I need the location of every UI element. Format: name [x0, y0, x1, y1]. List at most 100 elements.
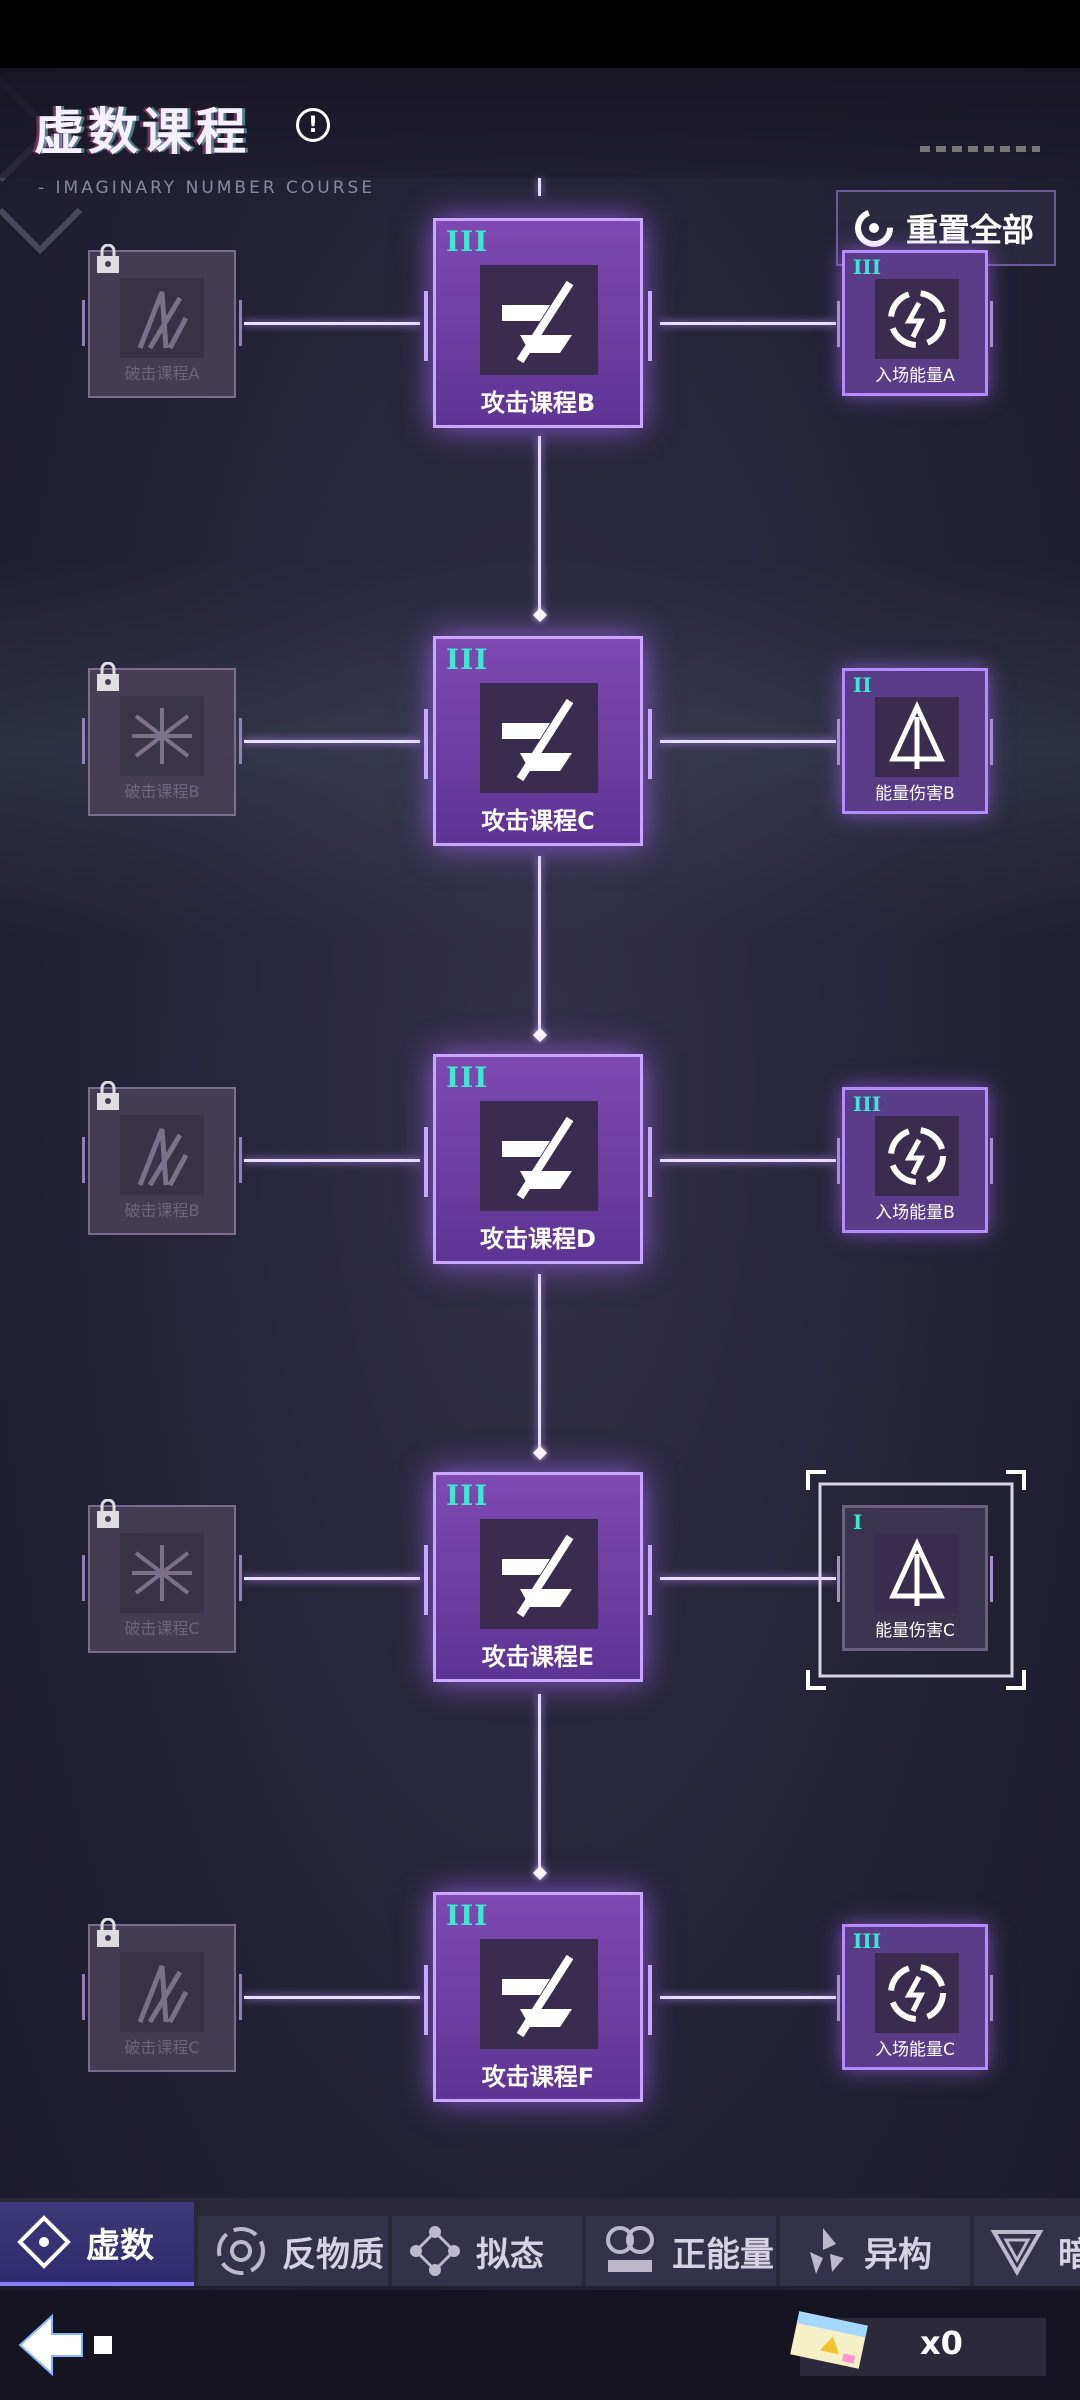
node-label: 破击课程B: [124, 782, 200, 801]
dark-icon: [990, 2230, 1044, 2277]
wire-horizontal: [660, 1996, 836, 1999]
status-bar: [0, 0, 1080, 68]
wire-horizontal: [244, 740, 420, 743]
attack-course-icon: [480, 1939, 598, 2049]
energy-node-selected[interactable]: I 能量伤害C: [837, 1505, 993, 1651]
break-course-icon: [120, 1533, 204, 1613]
energy-spike-icon: [875, 697, 959, 777]
lock-icon: [97, 662, 119, 691]
locked-course-node[interactable]: 破击课程B: [82, 662, 242, 816]
locked-course-node[interactable]: 破击课程A: [82, 244, 242, 398]
node-label: 攻击课程B: [480, 389, 596, 417]
mimic-icon: [410, 2226, 460, 2276]
node-label: 攻击课程D: [480, 1225, 596, 1253]
attack-course-icon: [480, 1519, 598, 1629]
tab-label: 虚数: [86, 2225, 154, 2266]
energy-swirl-icon: [875, 1116, 959, 1196]
locked-course-node[interactable]: 破击课程C: [82, 1499, 242, 1653]
energy-node[interactable]: III 入场能量C: [837, 1924, 993, 2070]
node-label: 入场能量A: [875, 366, 955, 386]
wire-horizontal: [244, 322, 420, 325]
wire-vertical: [538, 856, 541, 1034]
lock-icon: [97, 1918, 119, 1947]
attack-course-icon: [480, 683, 598, 793]
node-label: 破击课程C: [124, 1619, 200, 1638]
ticket-count: x0: [920, 2324, 963, 2362]
locked-course-node[interactable]: 破击课程B: [82, 1081, 242, 1235]
back-arrow-icon[interactable]: [16, 2310, 116, 2380]
wire-horizontal: [660, 740, 836, 743]
node-label: 破击课程A: [124, 364, 200, 383]
tab-dark[interactable]: 暗: [974, 2216, 1080, 2286]
wire-vertical: [538, 1274, 541, 1452]
ticket-icon: [790, 2311, 868, 2369]
lock-icon: [97, 1081, 119, 1110]
selection-frame: [806, 1470, 1026, 1690]
lock-icon: [97, 1499, 119, 1528]
node-level: III: [446, 1899, 489, 1932]
main-course-node[interactable]: III 攻击课程C: [424, 636, 652, 846]
node-level: III: [446, 1479, 489, 1512]
header-decoration: [920, 146, 1040, 152]
wire-vertical: [538, 436, 541, 614]
tab-antimatter[interactable]: 反物质: [198, 2216, 388, 2286]
node-label: 攻击课程E: [481, 1643, 595, 1671]
node-label: 入场能量C: [875, 2040, 955, 2060]
tab-label: 正能量: [672, 2234, 774, 2275]
reset-icon: [855, 209, 893, 247]
wire-horizontal: [244, 1577, 420, 1580]
tab-mimic[interactable]: 拟态: [392, 2216, 582, 2286]
node-level: III: [446, 643, 489, 676]
break-course-icon: [120, 1115, 204, 1195]
node-label: 攻击课程F: [481, 2063, 595, 2091]
energy-node[interactable]: III 入场能量A: [837, 250, 993, 396]
node-level: III: [853, 255, 882, 279]
tab-label: 异构: [864, 2234, 932, 2275]
node-label: 能量伤害C: [875, 1621, 955, 1641]
node-level: III: [446, 225, 489, 258]
positive-energy-icon: [606, 2226, 654, 2272]
node-label: 能量伤害B: [875, 784, 955, 804]
info-icon[interactable]: !: [296, 108, 330, 142]
energy-spike-icon: [875, 1534, 959, 1614]
node-label: 破击课程B: [124, 1201, 200, 1220]
break-course-icon: [120, 1952, 204, 2032]
main-course-node[interactable]: III 攻击课程D: [424, 1054, 652, 1264]
node-level: III: [853, 1092, 882, 1116]
node-level: II: [853, 673, 872, 697]
tab-heterogeneous[interactable]: 异构: [780, 2216, 970, 2286]
node-label: 破击课程C: [124, 2038, 200, 2057]
energy-swirl-icon: [875, 1953, 959, 2033]
main-course-node[interactable]: III 攻击课程B: [424, 218, 652, 428]
tab-positive-energy[interactable]: 正能量: [586, 2216, 776, 2286]
break-course-icon: [120, 696, 204, 776]
tab-label: 暗: [1058, 2234, 1080, 2275]
break-course-icon: [120, 278, 204, 358]
energy-swirl-icon: [875, 279, 959, 359]
tab-label: 反物质: [282, 2234, 384, 2275]
page-title: 虚数课程: [34, 103, 250, 161]
node-level: III: [853, 1929, 882, 1953]
wire-vertical: [538, 1694, 541, 1872]
wire-joint: [532, 1445, 548, 1461]
energy-node[interactable]: II 能量伤害B: [837, 668, 993, 814]
main-course-node[interactable]: III 攻击课程F: [424, 1892, 652, 2102]
heterogeneous-icon: [810, 2228, 844, 2274]
wire-vertical: [538, 178, 541, 196]
main-course-node[interactable]: III 攻击课程E: [424, 1472, 652, 1682]
node-label: 攻击课程C: [481, 807, 595, 835]
node-level: I: [853, 1510, 863, 1534]
attack-course-icon: [480, 265, 598, 375]
wire-horizontal: [660, 1577, 836, 1580]
wire-horizontal: [244, 1159, 420, 1162]
tab-imaginary[interactable]: 虚数: [0, 2202, 194, 2286]
lock-icon: [97, 244, 119, 273]
reset-all-label: 重置全部: [906, 211, 1035, 249]
wire-horizontal: [660, 1159, 836, 1162]
locked-course-node[interactable]: 破击课程C: [82, 1918, 242, 2072]
wire-joint: [532, 1865, 548, 1881]
antimatter-icon: [217, 2227, 265, 2275]
attack-course-icon: [480, 1101, 598, 1211]
node-level: III: [446, 1061, 489, 1094]
energy-node[interactable]: III 入场能量B: [837, 1087, 993, 1233]
